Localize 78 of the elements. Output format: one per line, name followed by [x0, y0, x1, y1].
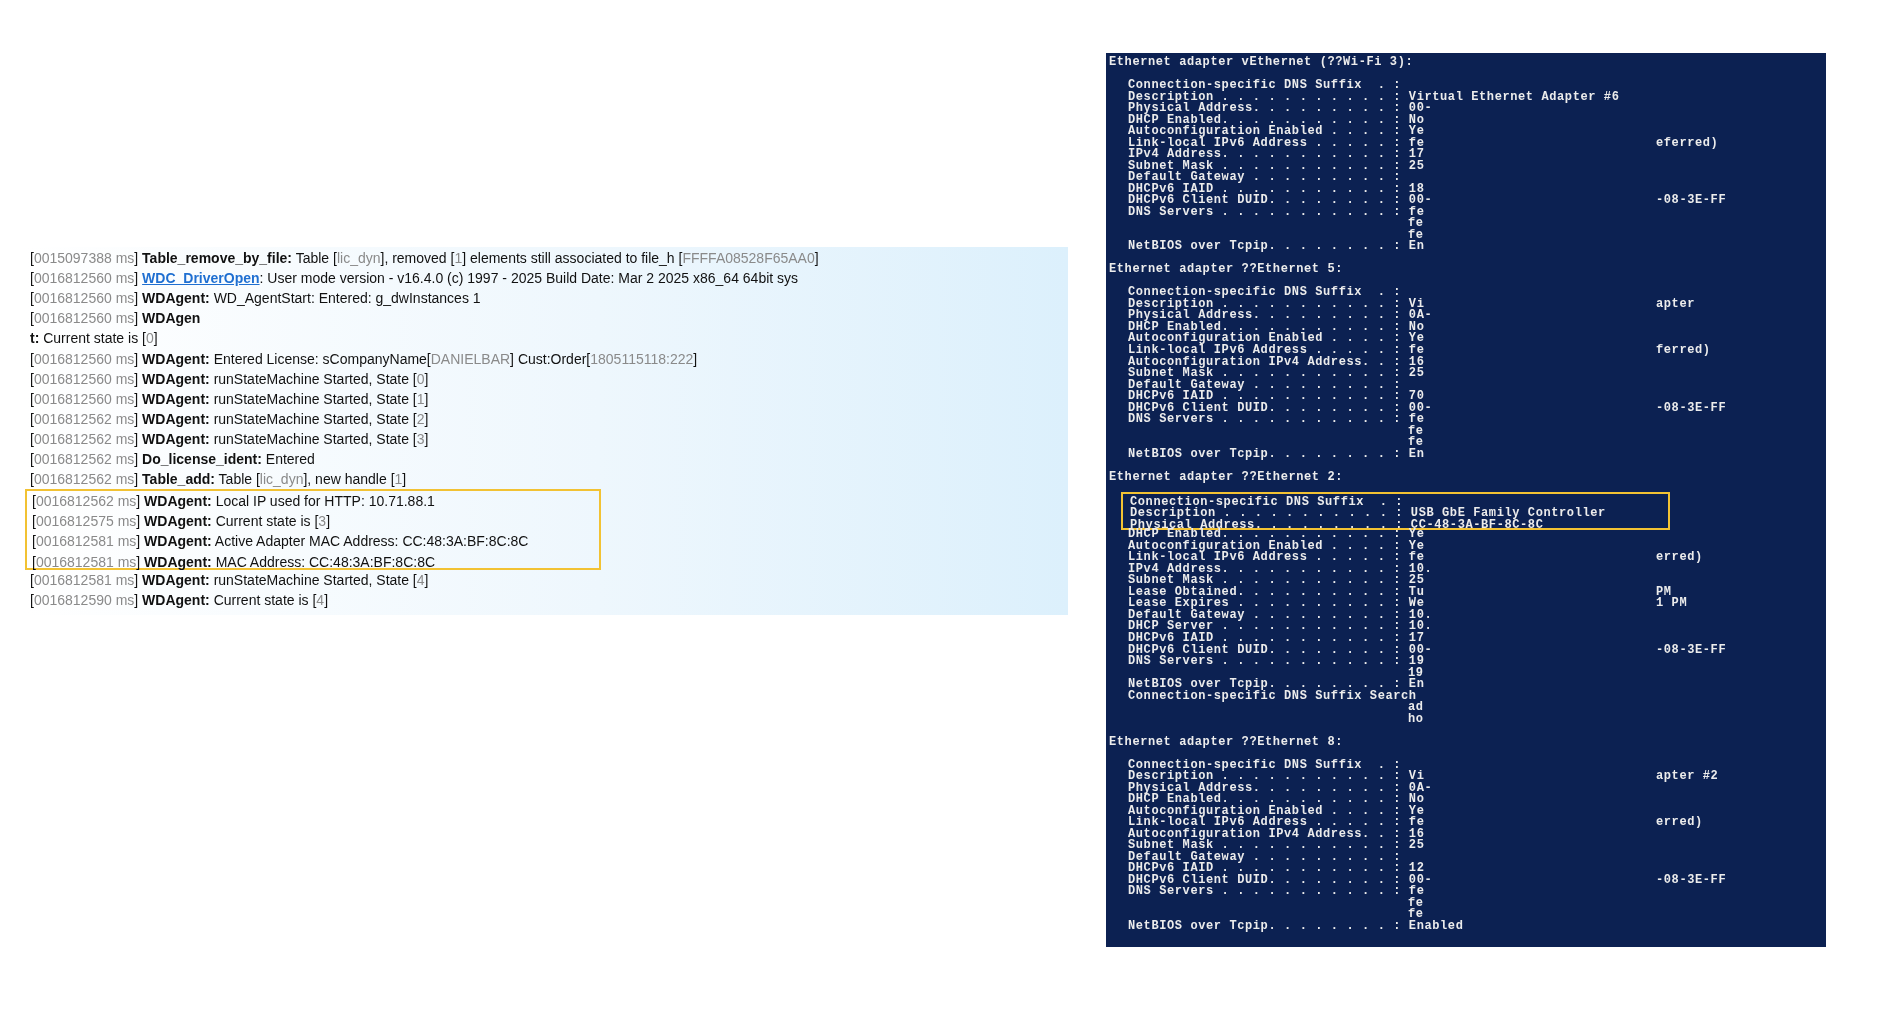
console-line: Link-local IPv6 Address . . . . . : fe [1128, 817, 1425, 829]
console-line: DHCP Enabled. . . . . . . . . . . : No [1128, 794, 1425, 806]
log-line: [0016812562 ms] Table_add: Table [lic_dyn], new handle [1] [30, 470, 407, 489]
console-line: Subnet Mask . . . . . . . . . . . : 25 [1128, 840, 1425, 852]
console-line: ferred) [1656, 345, 1711, 357]
console-line: IPv4 Address. . . . . . . . . . . : 17 [1128, 149, 1425, 161]
log-line: t: Current state is [0] [30, 329, 158, 348]
console-line: DNS Servers . . . . . . . . . . . : fe [1128, 414, 1425, 426]
log-line: [0016812590 ms] WDAgent: Current state is [4] [30, 590, 329, 609]
log-line: [0016812562 ms] WDAgent: Local IP used for HTTP: 10.71.88.1 [32, 492, 435, 511]
console-line: DHCPv6 IAID . . . . . . . . . . . : 70 [1128, 391, 1425, 403]
console-line: DHCP Server . . . . . . . . . . . : 10. [1128, 621, 1433, 633]
highlight-box [25, 489, 601, 570]
console-line: NetBIOS over Tcpip. . . . . . . . : En [1128, 679, 1425, 691]
adapter-heading: Ethernet adapter ??Ethernet 5: [1109, 264, 1344, 276]
adapter-heading: Ethernet adapter ??Ethernet 8: [1109, 736, 1344, 749]
console-line: DNS Servers . . . . . . . . . . . : 19 [1128, 656, 1425, 668]
console-line: Lease Expires . . . . . . . . . . : We [1128, 598, 1425, 610]
console-line: Subnet Mask . . . . . . . . . . . : 25 [1128, 368, 1425, 380]
adapter-heading: Ethernet adapter ??Ethernet 2: [1109, 471, 1344, 484]
console-line: -08-3E-FF [1656, 195, 1727, 207]
console-line: DHCPv6 Client DUID. . . . . . . . : 00- [1128, 644, 1433, 656]
console-line: Physical Address. . . . . . . . . : 0A- [1128, 310, 1433, 322]
console-line: apter #2 [1656, 771, 1719, 783]
console-line: ad [1408, 702, 1424, 714]
log-line: [0016812560 ms] WDC_DriverOpen: User mode version - v16.4.0 (c) 1997 - 2025 Build Date: Mar 2 2025 x86_64 64bit sys [30, 269, 799, 288]
console-line: Physical Address. . . . . . . . . : 00- [1128, 103, 1433, 115]
console-line: Connection-specific DNS Suffix . : [1128, 80, 1402, 92]
console-line: ho [1408, 713, 1424, 726]
console-line: fe [1408, 437, 1424, 449]
log-line: [0016812562 ms] WDAgent: runStateMachine Started, State [2] [30, 409, 429, 428]
console-line: -08-3E-FF [1656, 874, 1727, 887]
console-line: fe [1408, 909, 1424, 921]
console-line: fe [1408, 218, 1424, 230]
console-line: -08-3E-FF [1656, 644, 1727, 656]
log-line: [0016812560 ms] WDAgent: runStateMachine Started, State [1] [30, 389, 429, 408]
console-line: Connection-specific DNS Suffix . : [1128, 759, 1402, 772]
console-line: eferred) [1656, 137, 1719, 150]
log-line: [0016812562 ms] Do_license_ident: Entered [30, 450, 315, 468]
console-line: 1 PM [1656, 598, 1688, 610]
log-line: [0016812575 ms] WDAgent: Current state is [3] [32, 512, 331, 531]
console-line: NetBIOS over Tcpip. . . . . . . . : En [1128, 448, 1425, 461]
console-line: Connection-specific DNS Suffix . : [1128, 287, 1402, 299]
console-line: Connection-specific DNS Suffix . : [1130, 496, 1404, 509]
highlight-box [1121, 492, 1670, 530]
log-line: [0016812581 ms] WDAgent: Active Adapter MAC Address: CC:48:3A:BF:8C:8C [32, 532, 529, 551]
log-panel [24, 247, 1068, 615]
console-line: DHCPv6 Client DUID. . . . . . . . : 00- [1128, 195, 1433, 207]
console-line: Description . . . . . . . . . . . : USB GbE Family Controller [1130, 508, 1606, 520]
console-line: apter [1656, 298, 1695, 311]
console-line: Connection-specific DNS Suffix Search [1128, 690, 1417, 703]
log-line: [0015097388 ms] Table_remove_by_file: Table [lic_dyn], removed [1] elements still associated to file_h [FFFFA08528F65AA0] [30, 249, 819, 267]
console-line: NetBIOS over Tcpip. . . . . . . . : Enabled [1128, 921, 1464, 933]
console-line: -08-3E-FF [1656, 402, 1727, 415]
console-line: DHCPv6 IAID . . . . . . . . . . . : 17 [1128, 633, 1425, 645]
console-line: erred) [1656, 552, 1703, 564]
console-line: NetBIOS over Tcpip. . . . . . . . : En [1128, 241, 1425, 253]
log-line: [0016812560 ms] WDAgent: Entered License: sCompanyName[DANIELBAR] Cust:Order[1805115118:222] [30, 349, 698, 368]
log-line: [0016812560 ms] WDAgent: runStateMachine Started, State [0] [30, 369, 429, 388]
console-line: DHCPv6 IAID . . . . . . . . . . . : 12 [1128, 863, 1425, 875]
link: WDC_DriverOpen [142, 270, 260, 287]
console-line: Link-local IPv6 Address . . . . . : fe [1128, 345, 1425, 357]
console-line: Default Gateway . . . . . . . . . : [1128, 172, 1402, 184]
console-line: Link-local IPv6 Address . . . . . : fe [1128, 552, 1425, 564]
console-line: erred) [1656, 817, 1703, 829]
log-line: [0016812562 ms] WDAgent: runStateMachine Started, State [3] [30, 429, 429, 448]
log-line: [0016812560 ms] WDAgent: WD_AgentStart: Entered: g_dwInstances 1 [30, 289, 481, 308]
console-line: Autoconfiguration IPv4 Address. . : 16 [1128, 356, 1425, 368]
adapter-heading: Ethernet adapter vEthernet (??Wi-Fi 3): [1109, 57, 1414, 69]
console-line: Autoconfiguration Enabled . . . . : Ye [1128, 126, 1425, 138]
log-line: [0016812581 ms] WDAgent: MAC Address: CC:48:3A:BF:8C:8C [32, 552, 436, 571]
console-line: Autoconfiguration Enabled . . . . : Ye [1128, 333, 1425, 345]
log-line: [0016812560 ms] WDAgen [30, 309, 201, 328]
log-line: [0016812581 ms] WDAgent: runStateMachine Started, State [4] [30, 570, 429, 589]
console-line: Subnet Mask . . . . . . . . . . . : 25 [1128, 575, 1425, 587]
console-line: DNS Servers . . . . . . . . . . . : fe [1128, 886, 1425, 898]
console-panel [1106, 53, 1826, 947]
console-line: Description . . . . . . . . . . . : Vi [1128, 771, 1425, 783]
